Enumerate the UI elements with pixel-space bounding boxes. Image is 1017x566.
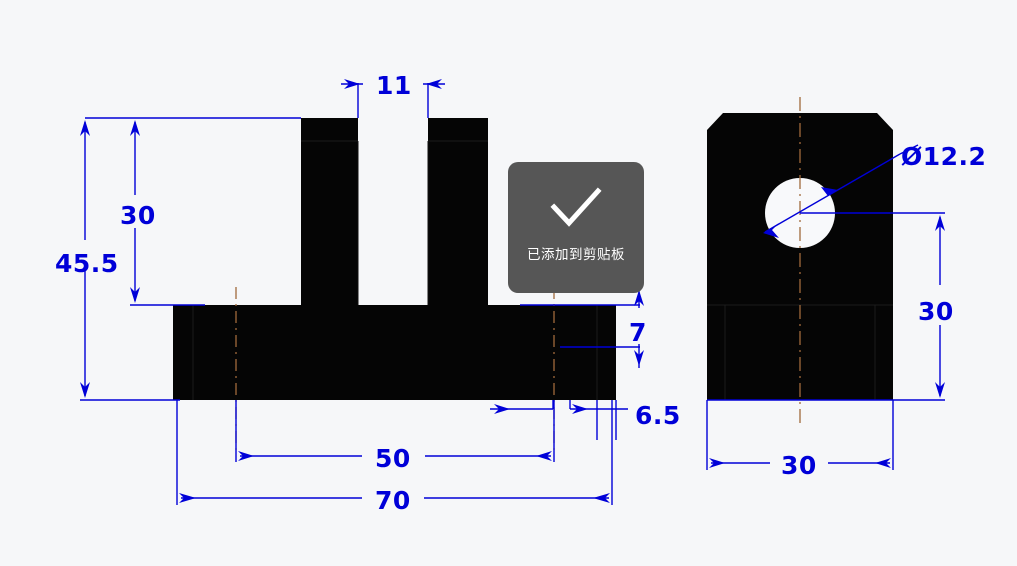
dim-label-70: 70 — [375, 486, 411, 515]
front-left-upright — [301, 118, 358, 305]
arrow-side30h-right — [875, 458, 891, 468]
front-view-geometry — [173, 118, 616, 400]
arrow-50-left — [238, 451, 254, 461]
front-base-plate — [173, 305, 616, 400]
dim-label-11: 11 — [376, 71, 412, 100]
arrow-30-down — [130, 287, 140, 303]
arrow-side30v-up — [935, 215, 945, 231]
arrow-70-left — [179, 493, 196, 503]
arrow-11-right — [344, 79, 360, 89]
arrow-11-left — [426, 79, 442, 89]
arrow-70-right — [593, 493, 610, 503]
front-view-dimension-lines — [80, 83, 640, 505]
arrow-7-down — [634, 350, 644, 366]
dim-label-side-width-30: 30 — [781, 451, 817, 480]
arrow-side30v-down — [935, 382, 945, 398]
arrow-diameter-upper — [820, 187, 838, 201]
dim-label-diameter: Ø12.2 — [901, 142, 986, 171]
dim-label-50: 50 — [375, 444, 411, 473]
dim-label-6-5: 6.5 — [635, 401, 681, 430]
arrow-50-right — [536, 451, 552, 461]
dim-label-7: 7 — [629, 318, 647, 347]
dim-label-height-30: 30 — [120, 201, 156, 230]
arrow-455-up — [80, 120, 90, 136]
front-view-arrowheads — [80, 79, 644, 503]
dim-label-side-height-30: 30 — [918, 297, 954, 326]
arrow-65-a — [494, 404, 510, 414]
arrow-diameter-lower — [763, 223, 779, 238]
clipboard-toast: 已添加到剪贴板 — [508, 162, 644, 293]
dim-label-45-5: 45.5 — [55, 249, 119, 278]
arrow-65-b — [572, 404, 588, 414]
side-view-arrowheads — [709, 187, 945, 468]
arrow-7-up — [634, 290, 644, 306]
checkmark-icon — [550, 187, 602, 227]
front-right-upright — [428, 118, 488, 305]
front-view-centerlines — [235, 287, 555, 450]
arrow-30-up — [130, 120, 140, 136]
arrow-side30h-left — [709, 458, 725, 468]
arrow-455-down — [80, 382, 90, 398]
toast-message: 已添加到剪贴板 — [527, 246, 625, 263]
dimline-diameter-tail — [899, 144, 919, 155]
side-view-dimension-lines — [706, 144, 945, 470]
